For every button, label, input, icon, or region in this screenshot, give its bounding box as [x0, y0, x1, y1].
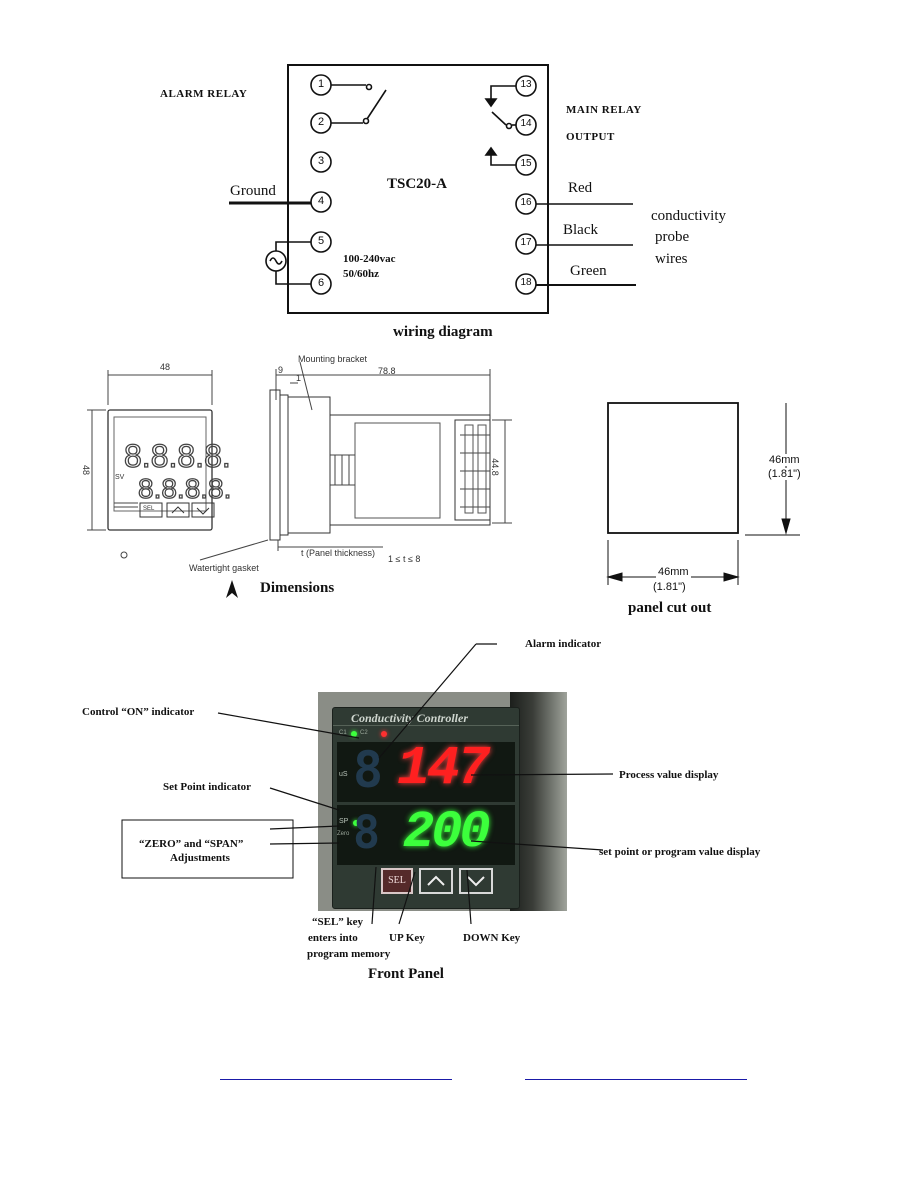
green-wire-label: Green — [570, 263, 607, 279]
probe-wires — [536, 203, 636, 286]
terminal-1-label: 1 — [317, 78, 325, 90]
front-view-outline — [107, 409, 213, 531]
alarm-indicator-label: Alarm indicator — [525, 638, 602, 650]
front-view-sv-label: SV — [115, 474, 125, 481]
supply-voltage-label: 100-240vac — [343, 253, 396, 265]
footer-link-left[interactable] — [220, 1079, 452, 1080]
dim-height-48: 48 — [81, 464, 92, 476]
process-value-display: 147 — [397, 737, 490, 800]
arrow-up-icon — [226, 580, 238, 598]
red-wire-label: Red — [568, 180, 593, 196]
dim-1: 1 — [296, 373, 302, 383]
dim-width-48: 48 — [160, 362, 171, 372]
alarm-relay-switch — [331, 83, 387, 125]
set-point-led — [353, 820, 359, 826]
panel-cutout-drawing — [606, 402, 800, 585]
sel-key-label-3: program memory — [307, 948, 391, 960]
sel-key-label-1: “SEL” key — [312, 916, 364, 928]
alarm-led — [381, 731, 387, 737]
watertight-gasket-label: Watertight gasket — [189, 563, 259, 573]
cutout-width-in: (1.81") — [653, 581, 686, 593]
terminal-4-label: 4 — [317, 195, 325, 207]
panel-thickness-label: t (Panel thickness) — [301, 548, 376, 558]
cutout-width-mm: 46mm — [656, 566, 691, 578]
dim-44-8: 44.8 — [489, 458, 500, 476]
controller-title: Conductivity Controller — [351, 711, 469, 725]
black-wire-label: Black — [563, 222, 598, 238]
dimensions-caption: Dimensions — [260, 580, 335, 596]
dim-9: 9 — [278, 365, 284, 375]
front-view-digits-bottom: 8.8.8.8. — [138, 473, 231, 504]
probe-label-3: wires — [655, 251, 688, 267]
front-view-sel-label: SEL — [143, 506, 155, 512]
up-key[interactable] — [419, 868, 453, 894]
side-view-body — [329, 414, 491, 526]
zero-span-label-2: Adjustments — [170, 852, 230, 864]
front-panel-caption: Front Panel — [368, 966, 444, 982]
front-panel-leader-lines — [121, 643, 614, 925]
supply-frequency-label: 50/60hz — [343, 268, 380, 280]
chevron-up-icon — [427, 875, 445, 886]
dim-78-8: 78.8 — [378, 366, 396, 376]
chevron-down-icon — [467, 876, 485, 887]
main-relay-output-label: OUTPUT — [566, 131, 615, 143]
wiring-diagram-caption: wiring diagram — [393, 324, 493, 340]
alarm-relay-label: ALARM RELAY — [160, 88, 248, 100]
cutout-height-mm: 46mm — [768, 454, 801, 466]
zero-span-label-1: “ZERO” and “SPAN” — [139, 838, 244, 850]
footer-link-right[interactable] — [525, 1079, 747, 1080]
control-on-led — [351, 731, 357, 737]
controller-face: Conductivity Controller C1 C2 uS 8 147 S… — [332, 707, 520, 909]
up-key-label: UP Key — [389, 932, 425, 944]
set-point-indicator-label: Set Point indicator — [163, 781, 251, 793]
terminal-block-outline — [287, 64, 549, 314]
control-on-indicator-label: Control “ON” indicator — [82, 706, 195, 718]
process-value-label: Process value display — [619, 769, 719, 781]
terminal-13-label: 13 — [520, 79, 532, 90]
front-view-digits-top: 8.8.8.8. — [124, 438, 231, 474]
cutout-height-in: (1.81") — [767, 468, 802, 480]
main-relay-label: MAIN RELAY — [566, 104, 642, 116]
model-label: TSC20-A — [387, 176, 448, 192]
main-relay-switch — [484, 85, 516, 166]
front-view-sel-key — [139, 502, 163, 518]
cutout-square — [607, 402, 739, 534]
side-view-bracket — [287, 396, 331, 534]
dimensions-drawing: 8.8.8.8. 8.8.8.8. — [87, 361, 512, 561]
sel-key-label-2: enters into — [308, 932, 358, 944]
terminal-18-label: 18 — [520, 277, 532, 288]
set-point-display-label: set point or program value display — [599, 846, 761, 858]
sp-label: SP — [339, 818, 349, 825]
c2-label: C2 — [360, 730, 368, 736]
terminal-2-label: 2 — [317, 116, 325, 128]
thickness-range-label: 1 ≤ t ≤ 8 — [388, 554, 421, 564]
front-view-up-key — [166, 502, 190, 518]
panel-cutout-caption: panel cut out — [628, 600, 712, 616]
front-view-down-key — [191, 502, 215, 518]
terminal-14-label: 14 — [520, 118, 532, 129]
terminal-17 — [515, 233, 537, 255]
zero-span-callout-box — [121, 819, 294, 879]
probe-label-2: probe — [655, 229, 690, 245]
probe-label-1: conductivity — [651, 208, 726, 224]
terminal-3 — [310, 151, 332, 173]
terminal-17-label: 17 — [520, 237, 532, 248]
power-supply-wires — [265, 241, 311, 285]
c1-label: C1 — [339, 730, 347, 736]
terminal-5-label: 5 — [317, 235, 325, 247]
down-key-label: DOWN Key — [463, 932, 521, 944]
unit-label: uS — [339, 771, 348, 778]
terminal-3-label: 3 — [317, 155, 325, 167]
terminal-16-label: 16 — [520, 197, 532, 208]
ground-label: Ground — [230, 183, 276, 199]
down-key[interactable] — [459, 868, 493, 894]
wiring-diagram-lines — [229, 64, 636, 314]
terminal-15-label: 15 — [520, 158, 532, 169]
mounting-bracket-label: Mounting bracket — [298, 354, 368, 364]
terminal-6-label: 6 — [317, 277, 325, 289]
zero-label: Zero — [337, 831, 350, 837]
front-panel-photo: Conductivity Controller C1 C2 uS 8 147 S… — [318, 692, 567, 911]
set-point-display: 200 — [403, 803, 491, 862]
